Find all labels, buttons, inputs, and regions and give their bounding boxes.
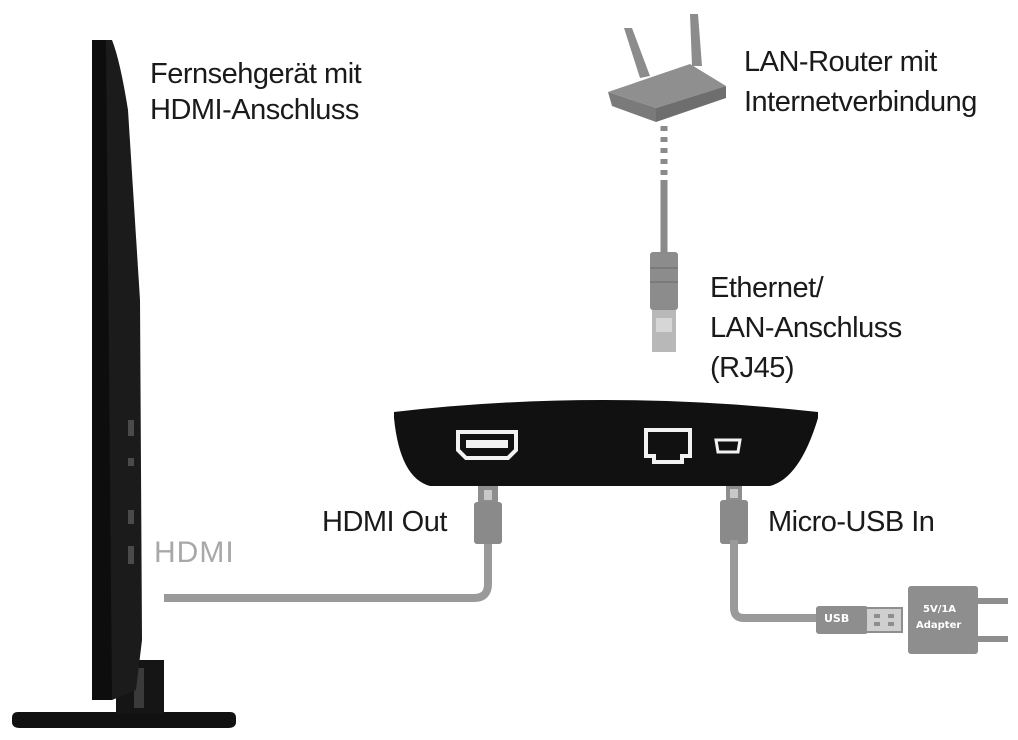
router-antenna-right bbox=[690, 14, 702, 66]
micro-usb-in-label: Micro-USB In bbox=[768, 506, 935, 538]
box-microusb-port-icon bbox=[714, 438, 742, 454]
router-body-front bbox=[656, 86, 726, 122]
adapter-text-line2: Adapter bbox=[916, 620, 962, 631]
tv-side-port-4 bbox=[128, 546, 134, 564]
usb-plug-text: USB bbox=[824, 612, 850, 625]
hdmi-out-label: HDMI Out bbox=[322, 506, 447, 538]
usb-cable bbox=[730, 540, 822, 622]
router-label-line1: LAN-Router mit bbox=[744, 46, 937, 78]
power-adapter-icon bbox=[908, 586, 1008, 654]
box-body bbox=[394, 400, 818, 486]
tv-panel-front bbox=[92, 40, 112, 700]
router-body-side bbox=[608, 92, 656, 122]
router-antenna-left bbox=[624, 28, 650, 78]
tv-side-port-1 bbox=[128, 420, 134, 436]
tv-stand-base bbox=[12, 712, 236, 728]
usb-plug-icon bbox=[816, 606, 903, 634]
hdmi-cable bbox=[164, 540, 492, 602]
ethernet-label-line1: Ethernet/ bbox=[710, 272, 824, 304]
tv-hdmi-port-label: HDMI bbox=[154, 536, 235, 569]
tv-stand-highlight bbox=[134, 668, 144, 708]
tv-panel-back bbox=[106, 40, 142, 700]
box-hdmi-port-icon bbox=[456, 430, 518, 460]
router-body-top bbox=[608, 64, 726, 108]
router-icon bbox=[608, 14, 726, 122]
tv-label-line2: HDMI-Anschluss bbox=[150, 94, 359, 126]
microusb-plug-icon bbox=[720, 486, 748, 544]
ethernet-cable bbox=[650, 126, 678, 352]
streaming-box-icon bbox=[394, 400, 818, 486]
ethernet-label-line2: LAN-Anschluss bbox=[710, 312, 902, 344]
tv-side-port-3 bbox=[128, 510, 134, 524]
ethernet-label-line3: (RJ45) bbox=[710, 352, 795, 384]
tv-icon bbox=[12, 40, 236, 728]
adapter-text-line1: 5V/1A bbox=[923, 604, 957, 615]
router-label-line2: Internetverbindung bbox=[744, 86, 977, 118]
tv-side-port-2 bbox=[128, 458, 134, 466]
hdmi-plug-icon bbox=[474, 486, 502, 544]
box-rj45-port-icon bbox=[644, 428, 692, 464]
tv-label-line1: Fernsehgerät mit bbox=[150, 58, 362, 90]
